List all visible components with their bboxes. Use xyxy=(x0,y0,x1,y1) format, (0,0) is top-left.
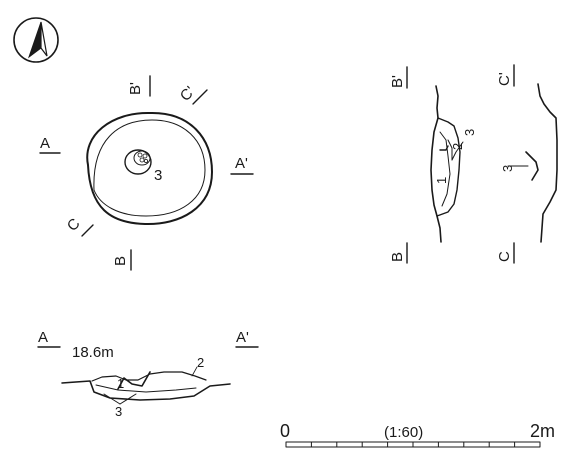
section-a-layer-1: 1 xyxy=(117,376,124,391)
section-b-bottom-label: B xyxy=(389,252,406,262)
section-c-bottom-label: C xyxy=(496,251,513,262)
section-a-elevation: 18.6m xyxy=(72,344,114,361)
plan-label-a-prime: A' xyxy=(235,155,248,172)
scale-bar-start: 0 xyxy=(280,421,290,441)
section-b-top-label: B' xyxy=(389,75,406,88)
plan-feature-number: 3 xyxy=(154,167,162,184)
section-a-profile: A A' 18.6m 1 2 3 xyxy=(37,329,259,419)
scale-bar-end: 2m xyxy=(530,421,555,441)
section-b-layer-3: 3 xyxy=(462,129,477,136)
scale-bar-ratio: (1:60) xyxy=(384,424,423,441)
north-arrow-icon xyxy=(13,17,59,63)
section-c-top-label: C' xyxy=(496,72,513,86)
plan-label-c: C xyxy=(64,215,84,235)
section-b-profile: B' B 1 2 3 xyxy=(389,66,477,264)
section-a-layer-3: 3 xyxy=(115,404,122,419)
section-c-layer-3: 3 xyxy=(500,165,515,172)
plan-label-b-prime: B' xyxy=(127,82,144,95)
plan-label-a: A xyxy=(40,135,50,152)
section-a-right-label: A' xyxy=(236,329,249,346)
section-c-prime-marker xyxy=(192,89,208,105)
small-pit-feature xyxy=(124,149,152,175)
section-b-layer-2: 2 xyxy=(450,143,465,150)
section-a-left-label: A xyxy=(38,329,48,346)
scale-bar: 0 (1:60) 2m xyxy=(280,421,555,448)
plan-label-b: B xyxy=(112,256,129,266)
scale-bar-ticks xyxy=(310,442,516,447)
section-b-layer-1: 1 xyxy=(434,177,449,184)
section-c-marker xyxy=(81,224,94,237)
pit-plan-view: 3 A A' B' B C' C xyxy=(39,75,254,271)
section-a-layer-2: 2 xyxy=(197,355,204,370)
section-c-profile: C' C 3 xyxy=(496,64,558,264)
